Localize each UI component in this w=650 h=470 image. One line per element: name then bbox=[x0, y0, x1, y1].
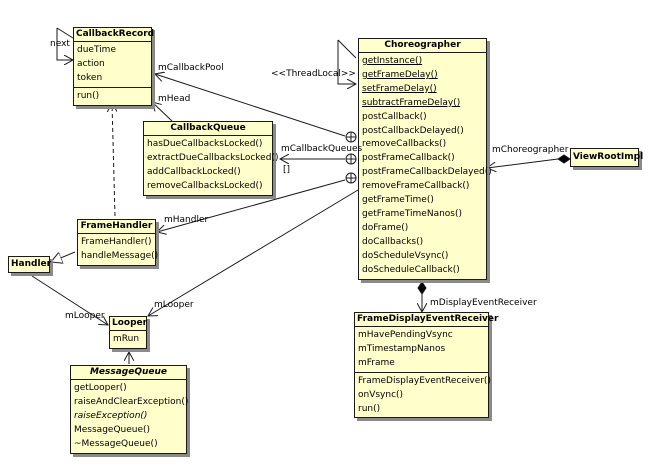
head-association bbox=[152, 102, 173, 122]
class-message-queue-methods: getLooper() raiseAndClearException() rai… bbox=[71, 379, 189, 453]
class-looper-attributes: mRun bbox=[110, 330, 146, 348]
attribute: mHavePendingVsync bbox=[358, 330, 453, 340]
method: getFrameTimeNanos() bbox=[362, 208, 463, 219]
method: subtractFrameDelay() bbox=[362, 97, 461, 108]
method: doScheduleVsync() bbox=[362, 250, 449, 261]
label-looper-handler: mLooper bbox=[65, 311, 105, 321]
class-frame-handler-methods: FrameHandler() handleMessage() bbox=[78, 233, 159, 265]
class-frame-handler[interactable]: FrameHandler FrameHandler() handleMessag… bbox=[77, 219, 159, 266]
frame-handler-generalization bbox=[51, 251, 76, 262]
class-choreographer-name: Choreographer bbox=[384, 40, 461, 50]
label-choreographer: mChoreographer bbox=[492, 145, 569, 155]
method: setFrameDelay() bbox=[362, 83, 437, 94]
frame-handler-dependency bbox=[112, 103, 115, 217]
method: getLooper() bbox=[74, 383, 127, 393]
class-callback-record[interactable]: CallbackRecord dueTime action token run(… bbox=[73, 27, 155, 106]
method: postFrameCallback() bbox=[362, 153, 455, 164]
label-handler: mHandler bbox=[164, 215, 209, 225]
label-display-event-receiver: mDisplayEventReceiver bbox=[430, 298, 537, 308]
class-view-root-impl[interactable]: ViewRootImpl bbox=[570, 148, 644, 167]
class-callback-record-methods: run() bbox=[74, 86, 151, 105]
class-callback-queue-methods: hasDueCallbacksLocked() extractDueCallba… bbox=[144, 135, 279, 195]
method: doScheduleCallback() bbox=[362, 264, 460, 275]
class-callback-queue[interactable]: CallbackQueue hasDueCallbacksLocked() ex… bbox=[143, 121, 279, 196]
next-self-association bbox=[56, 28, 73, 60]
method: FrameHandler() bbox=[81, 237, 152, 247]
attribute: mRun bbox=[113, 334, 140, 344]
method: extractDueCallbacksLocked() bbox=[147, 152, 279, 163]
class-choreographer[interactable]: Choreographer getInstance() getFrameDela… bbox=[358, 38, 492, 280]
attribute: token bbox=[77, 72, 103, 83]
method: run() bbox=[358, 403, 381, 414]
class-choreographer-methods: getInstance() getFrameDelay() setFrameDe… bbox=[359, 52, 492, 279]
class-view-root-impl-name: ViewRootImpl bbox=[573, 152, 644, 162]
class-callback-record-name: CallbackRecord bbox=[76, 29, 155, 39]
label-next: next bbox=[50, 39, 70, 49]
attribute: mFrame bbox=[358, 357, 395, 368]
method: hasDueCallbacksLocked() bbox=[147, 139, 263, 149]
attribute: action bbox=[77, 58, 105, 69]
method: doFrame() bbox=[362, 222, 409, 233]
handler-association bbox=[157, 179, 346, 232]
method: FrameDisplayEventReceiver() bbox=[358, 375, 491, 386]
attribute: mTimestampNanos bbox=[358, 343, 446, 354]
class-frame-handler-name: FrameHandler bbox=[80, 221, 153, 231]
looper-association-handler bbox=[31, 275, 108, 325]
class-frame-display-event-receiver-attributes: mHavePendingVsync mTimestampNanos mFrame bbox=[355, 326, 488, 372]
class-frame-display-event-receiver-methods: FrameDisplayEventReceiver() onVsync() ru… bbox=[355, 371, 491, 418]
method: ~MessageQueue() bbox=[74, 438, 158, 449]
method: handleMessage() bbox=[81, 250, 159, 261]
class-handler[interactable]: Handler bbox=[8, 256, 52, 273]
class-message-queue[interactable]: MessageQueue getLooper() raiseAndClearEx… bbox=[70, 365, 189, 454]
looper-association-choreographer bbox=[148, 189, 359, 316]
method: MessageQueue() bbox=[74, 424, 151, 435]
method: removeCallbacksLocked() bbox=[147, 180, 263, 191]
label-looper-choreographer: mLooper bbox=[154, 300, 194, 310]
method: getFrameTime() bbox=[362, 195, 434, 206]
label-callback-pool: mCallbackPool bbox=[158, 63, 224, 73]
method: postFrameCallbackDelayed() bbox=[362, 167, 492, 178]
thread-local-self-association bbox=[337, 40, 356, 84]
class-frame-display-event-receiver-name: FrameDisplayEventReceiver bbox=[357, 314, 499, 324]
label-multiplicity: [] bbox=[283, 165, 291, 175]
method: getFrameDelay() bbox=[362, 69, 438, 80]
class-looper[interactable]: Looper mRun bbox=[109, 316, 147, 349]
method: run() bbox=[77, 90, 100, 101]
method: removeCallbacks() bbox=[362, 139, 447, 150]
choreographer-composition bbox=[487, 158, 559, 168]
method: removeFrameCallback() bbox=[362, 181, 470, 192]
method: onVsync() bbox=[358, 389, 404, 400]
class-handler-name: Handler bbox=[11, 259, 52, 269]
method: getInstance() bbox=[362, 56, 423, 66]
class-callback-queue-name: CallbackQueue bbox=[170, 123, 246, 133]
method: postCallback() bbox=[362, 111, 427, 122]
method: doCallbacks() bbox=[362, 236, 424, 247]
class-callback-record-attributes: dueTime action token bbox=[74, 41, 151, 87]
label-thread-local: <<ThreadLocal>> bbox=[271, 69, 356, 79]
method: raiseException() bbox=[74, 410, 148, 421]
callback-pool-association bbox=[155, 74, 346, 137]
method: postCallbackDelayed() bbox=[362, 125, 464, 136]
class-message-queue-name: MessageQueue bbox=[89, 367, 168, 377]
label-head: mHead bbox=[158, 94, 191, 104]
label-callback-queues: mCallbackQueues bbox=[281, 144, 363, 154]
method: raiseAndClearException() bbox=[74, 396, 189, 407]
class-looper-name: Looper bbox=[112, 318, 148, 328]
attribute: dueTime bbox=[77, 45, 116, 55]
class-frame-display-event-receiver[interactable]: FrameDisplayEventReceiver mHavePendingVs… bbox=[354, 312, 499, 419]
method: addCallbackLocked() bbox=[147, 166, 241, 177]
